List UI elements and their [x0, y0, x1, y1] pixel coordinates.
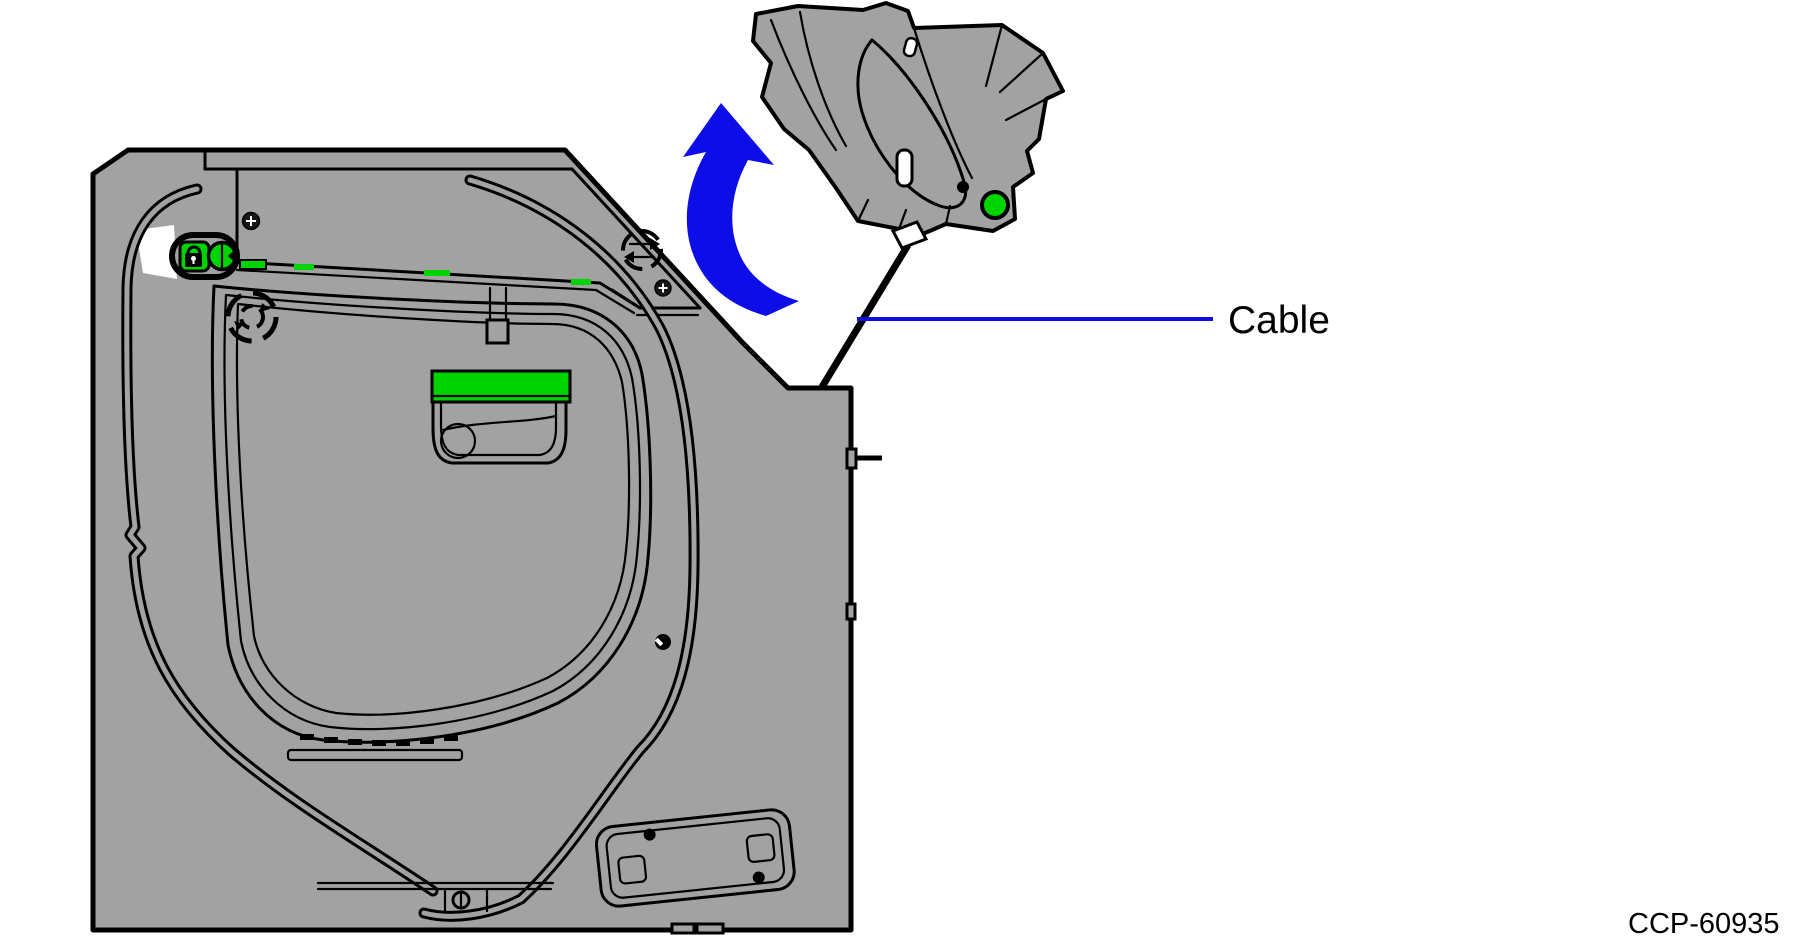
seal-teeth — [300, 734, 458, 746]
green-strip-marks — [239, 259, 591, 285]
cable-callout: Cable — [857, 299, 1330, 342]
gasket-clip — [654, 634, 671, 650]
cable-connector — [890, 220, 929, 250]
left-channel — [121, 183, 439, 897]
lock-recess — [136, 225, 177, 279]
figure-code: CCP-60935 — [1628, 908, 1780, 938]
removed-panel — [751, 1, 1065, 241]
screw-icon — [654, 279, 672, 297]
door-handle — [430, 369, 572, 465]
removal-arrow-icon — [683, 103, 799, 316]
access-plate — [594, 808, 796, 908]
edge-details — [670, 447, 882, 935]
top-strip — [203, 150, 702, 324]
removed-panel-outline — [751, 1, 1065, 241]
screw-icon — [451, 890, 471, 910]
right-rib — [418, 174, 700, 922]
lock-knob-icon — [206, 240, 238, 272]
screw-icon — [241, 211, 261, 231]
padlock-icon — [185, 245, 202, 267]
seal-bar — [286, 748, 464, 762]
green-knob-icon — [980, 190, 1010, 220]
slide-arrows-emblem-icon — [621, 229, 663, 271]
cable-label: Cable — [1228, 299, 1330, 342]
lock-dial — [169, 232, 240, 280]
cable-line — [819, 243, 911, 389]
cable — [819, 220, 929, 389]
door-gasket — [210, 284, 671, 762]
main-panel — [90, 147, 882, 935]
bottom-sill — [316, 881, 555, 914]
main-panel-outline — [90, 147, 854, 933]
green-handle-plate — [430, 369, 572, 404]
latch-tab — [485, 318, 510, 345]
